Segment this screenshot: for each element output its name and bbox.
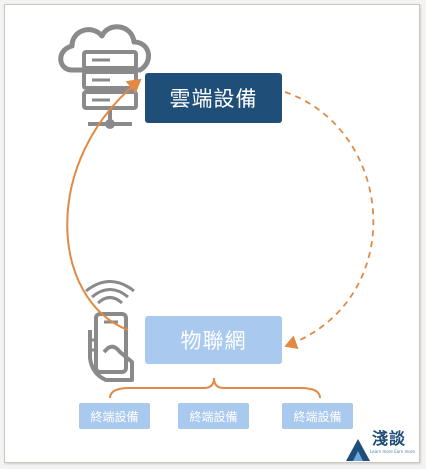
logo-mountain-icon <box>346 439 370 461</box>
terminal-label: 終端設備 <box>189 409 238 424</box>
cloud-device-label: 雲端設備 <box>169 87 258 111</box>
cloud-server-icon <box>58 24 151 129</box>
phone-hand-icon <box>85 280 135 382</box>
terminal-device-3: 終端設備 <box>282 403 353 429</box>
terminal-device-2: 終端設備 <box>178 403 249 429</box>
download-arrow <box>284 91 375 349</box>
terminal-bracket <box>109 377 321 399</box>
iot-label: 物聯網 <box>180 329 247 353</box>
upload-arrow <box>66 78 142 331</box>
terminal-label: 終端設備 <box>293 409 342 424</box>
iot-box: 物聯網 <box>145 316 282 364</box>
logo-title: 淺談 <box>372 429 407 448</box>
cloud-device-box: 雲端設備 <box>145 73 282 123</box>
terminal-label: 終端設備 <box>90 409 139 424</box>
logo-subtitle: Learn more Earn more <box>370 449 415 454</box>
terminal-device-1: 終端設備 <box>79 403 150 429</box>
